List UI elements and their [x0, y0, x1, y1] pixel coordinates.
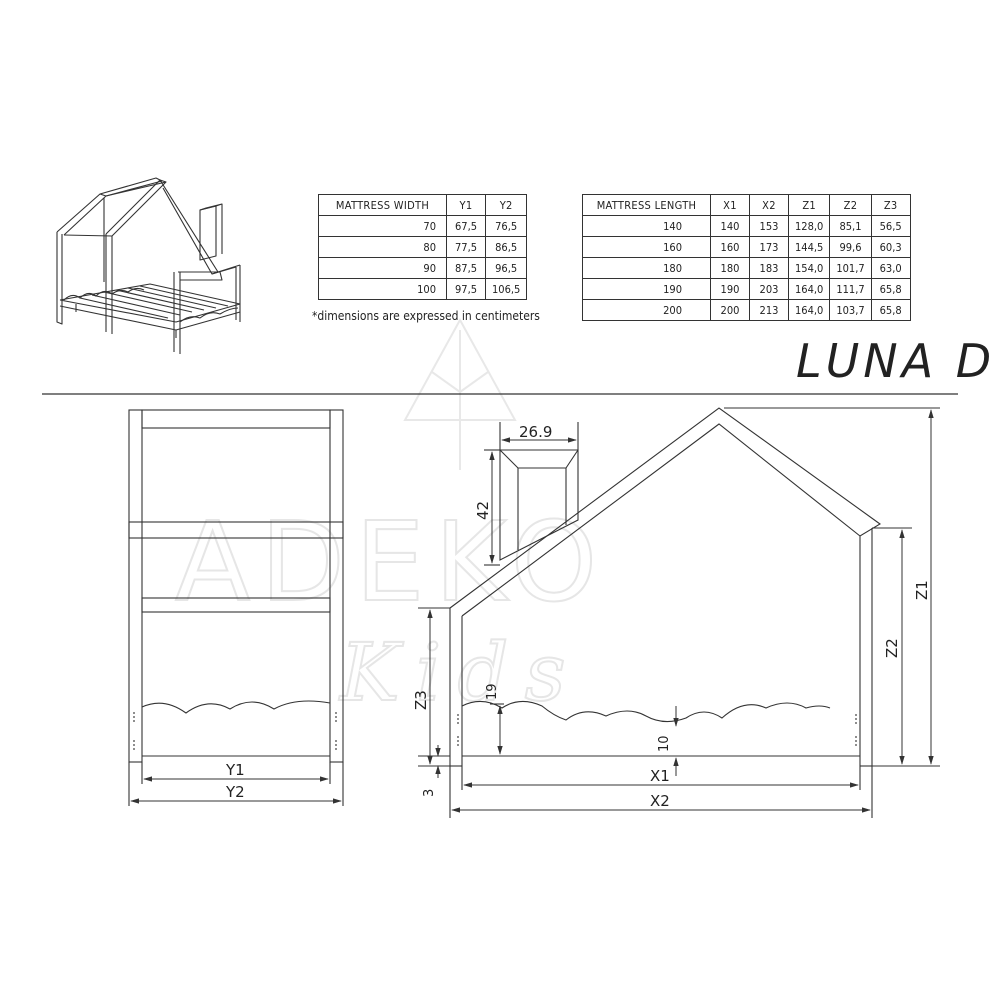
- table-cell: 85,1: [829, 215, 872, 237]
- dim-label-z1: Z1: [913, 580, 931, 600]
- table-row: 160 160 173 144,5 99,6 60,3: [582, 236, 911, 258]
- dim-label-chimney-height: 42: [474, 501, 492, 520]
- table-cell: 103,7: [829, 299, 872, 321]
- table-cell: 101,7: [829, 257, 872, 279]
- table-cell: 87,5: [446, 257, 486, 279]
- table-row: 80 77,5 86,5: [318, 236, 528, 258]
- dim-label-x1: X1: [650, 767, 670, 785]
- table-row: 90 87,5 96,5: [318, 257, 528, 279]
- header-cell: MATTRESS LENGTH: [582, 194, 711, 216]
- table-cell: 154,0: [787, 257, 831, 279]
- table-cell: 200: [582, 299, 711, 321]
- product-title: LUNA D: [796, 334, 996, 388]
- table-cell: 200: [710, 299, 750, 321]
- header-cell: MATTRESS WIDTH: [318, 194, 447, 216]
- watermark-tree-icon: [403, 317, 517, 470]
- table-cell: 96,5: [484, 257, 528, 279]
- table-cell: 190: [582, 278, 711, 300]
- dim-label-y2: Y2: [225, 783, 245, 801]
- table-row: 100 97,5 106,5: [318, 278, 528, 300]
- table-cell: 65,8: [870, 299, 911, 321]
- table-cell: 100: [318, 278, 447, 300]
- front-dimensions: [130, 776, 342, 804]
- dim-label-x2: X2: [650, 792, 670, 810]
- table-cell: 213: [749, 299, 789, 321]
- dim-label-z2: Z2: [883, 638, 901, 658]
- table-row: 200 200 213 164,0 103,7 65,8: [582, 299, 911, 321]
- dim-label-z3: Z3: [412, 690, 430, 710]
- watermark-sub: Kids: [338, 626, 582, 719]
- front-elevation: [128, 409, 344, 806]
- table-cell: 180: [710, 257, 750, 279]
- mattress-width-table: MATTRESS WIDTH Y1 Y2 70 67,5 76,5 80 77,…: [318, 194, 528, 300]
- units-note: *dimensions are expressed in centimeters: [312, 309, 540, 323]
- table-row: 180 180 183 154,0 101,7 63,0: [582, 257, 911, 279]
- table-cell: 86,5: [484, 236, 528, 258]
- bed-preview-illustration: [56, 177, 241, 354]
- dim-label-chimney-width: 26.9: [519, 423, 552, 441]
- table-row: 140 140 153 128,0 85,1 56,5: [582, 215, 911, 237]
- side-dimensions: [427, 409, 934, 813]
- table-cell: 77,5: [446, 236, 486, 258]
- dim-label-y1: Y1: [225, 761, 245, 779]
- table-row: 70 67,5 76,5: [318, 215, 528, 237]
- side-elevation: [418, 407, 940, 818]
- table-row: 190 190 203 164,0 111,7 65,8: [582, 278, 911, 300]
- mattress-length-table: MATTRESS LENGTH X1 X2 Z1 Z2 Z3 140 140 1…: [582, 194, 911, 321]
- dim-label-rail-height: 19: [485, 683, 500, 700]
- table-cell: 60,3: [870, 236, 911, 258]
- dim-label-rail-gap: 10: [657, 735, 672, 752]
- table-cell: 111,7: [829, 278, 872, 300]
- watermark-brand: ADEKO: [175, 498, 607, 626]
- table-cell: 56,5: [870, 215, 911, 237]
- table-cell: 99,6: [829, 236, 872, 258]
- table-cell: 106,5: [484, 278, 528, 300]
- dim-label-leg: 3: [422, 789, 437, 797]
- table-cell: 164,0: [787, 299, 831, 321]
- table-header-row: MATTRESS WIDTH Y1 Y2: [318, 194, 528, 216]
